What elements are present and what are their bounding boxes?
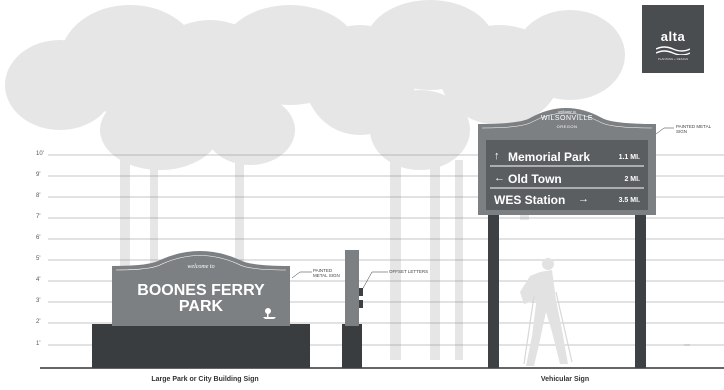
height-label-4: 4'	[36, 277, 41, 283]
park-sign-welcome: welcome to	[187, 264, 215, 270]
park-sign-line2: PARK	[178, 298, 224, 315]
destination-row-1-distance: 1.1 MI.	[618, 154, 640, 161]
destination-row-3-name: WES Station	[494, 193, 566, 207]
height-label-6: 6'	[36, 235, 41, 241]
destination-row-1-name: Memorial Park	[508, 150, 591, 164]
vehicular-sign-welcome: welcome to	[557, 109, 577, 114]
park-sign-material-callout: PAINTED METAL SIGN	[313, 268, 340, 278]
destination-row-2-distance: 2 MI.	[624, 176, 640, 183]
destination-row-3-distance: 3.5 MI.	[618, 197, 640, 204]
park-sign-line1: BOONES FERRY	[137, 282, 265, 299]
height-label-3: 3'	[36, 298, 41, 304]
arrow-left-icon: ←	[494, 172, 505, 184]
vehicular-sign-caption: Vehicular Sign	[540, 376, 590, 383]
vehicular-sign-material-callout: PAINTED METAL SIGN	[676, 124, 711, 134]
park-sign-letters-callout: OFFSET LETTERS	[389, 269, 429, 274]
destination-row-2-name: Old Town	[508, 172, 562, 186]
height-label-1: 1'	[36, 341, 41, 347]
park-sign-caption: Large Park or City Building Sign	[151, 376, 259, 383]
logo-wave-icon	[656, 46, 690, 55]
arrow-up-icon: ↑	[494, 150, 500, 162]
logo-wordmark: alta	[660, 29, 686, 44]
height-label-8: 8'	[36, 193, 41, 199]
height-label-2: 2'	[36, 319, 41, 325]
height-label-7: 7'	[36, 214, 41, 220]
height-label-5: 5'	[36, 256, 41, 262]
alta-logo: alta Planning + Design	[642, 5, 704, 73]
height-label-9: 9'	[36, 172, 41, 178]
logo-tagline: Planning + Design	[657, 57, 689, 61]
vehicular-sign-city: WILSONVILLE	[540, 115, 594, 122]
height-label-10: 10'	[36, 151, 44, 157]
vehicular-sign-state: OREGON	[556, 124, 578, 129]
arrow-right-icon: →	[578, 193, 589, 205]
